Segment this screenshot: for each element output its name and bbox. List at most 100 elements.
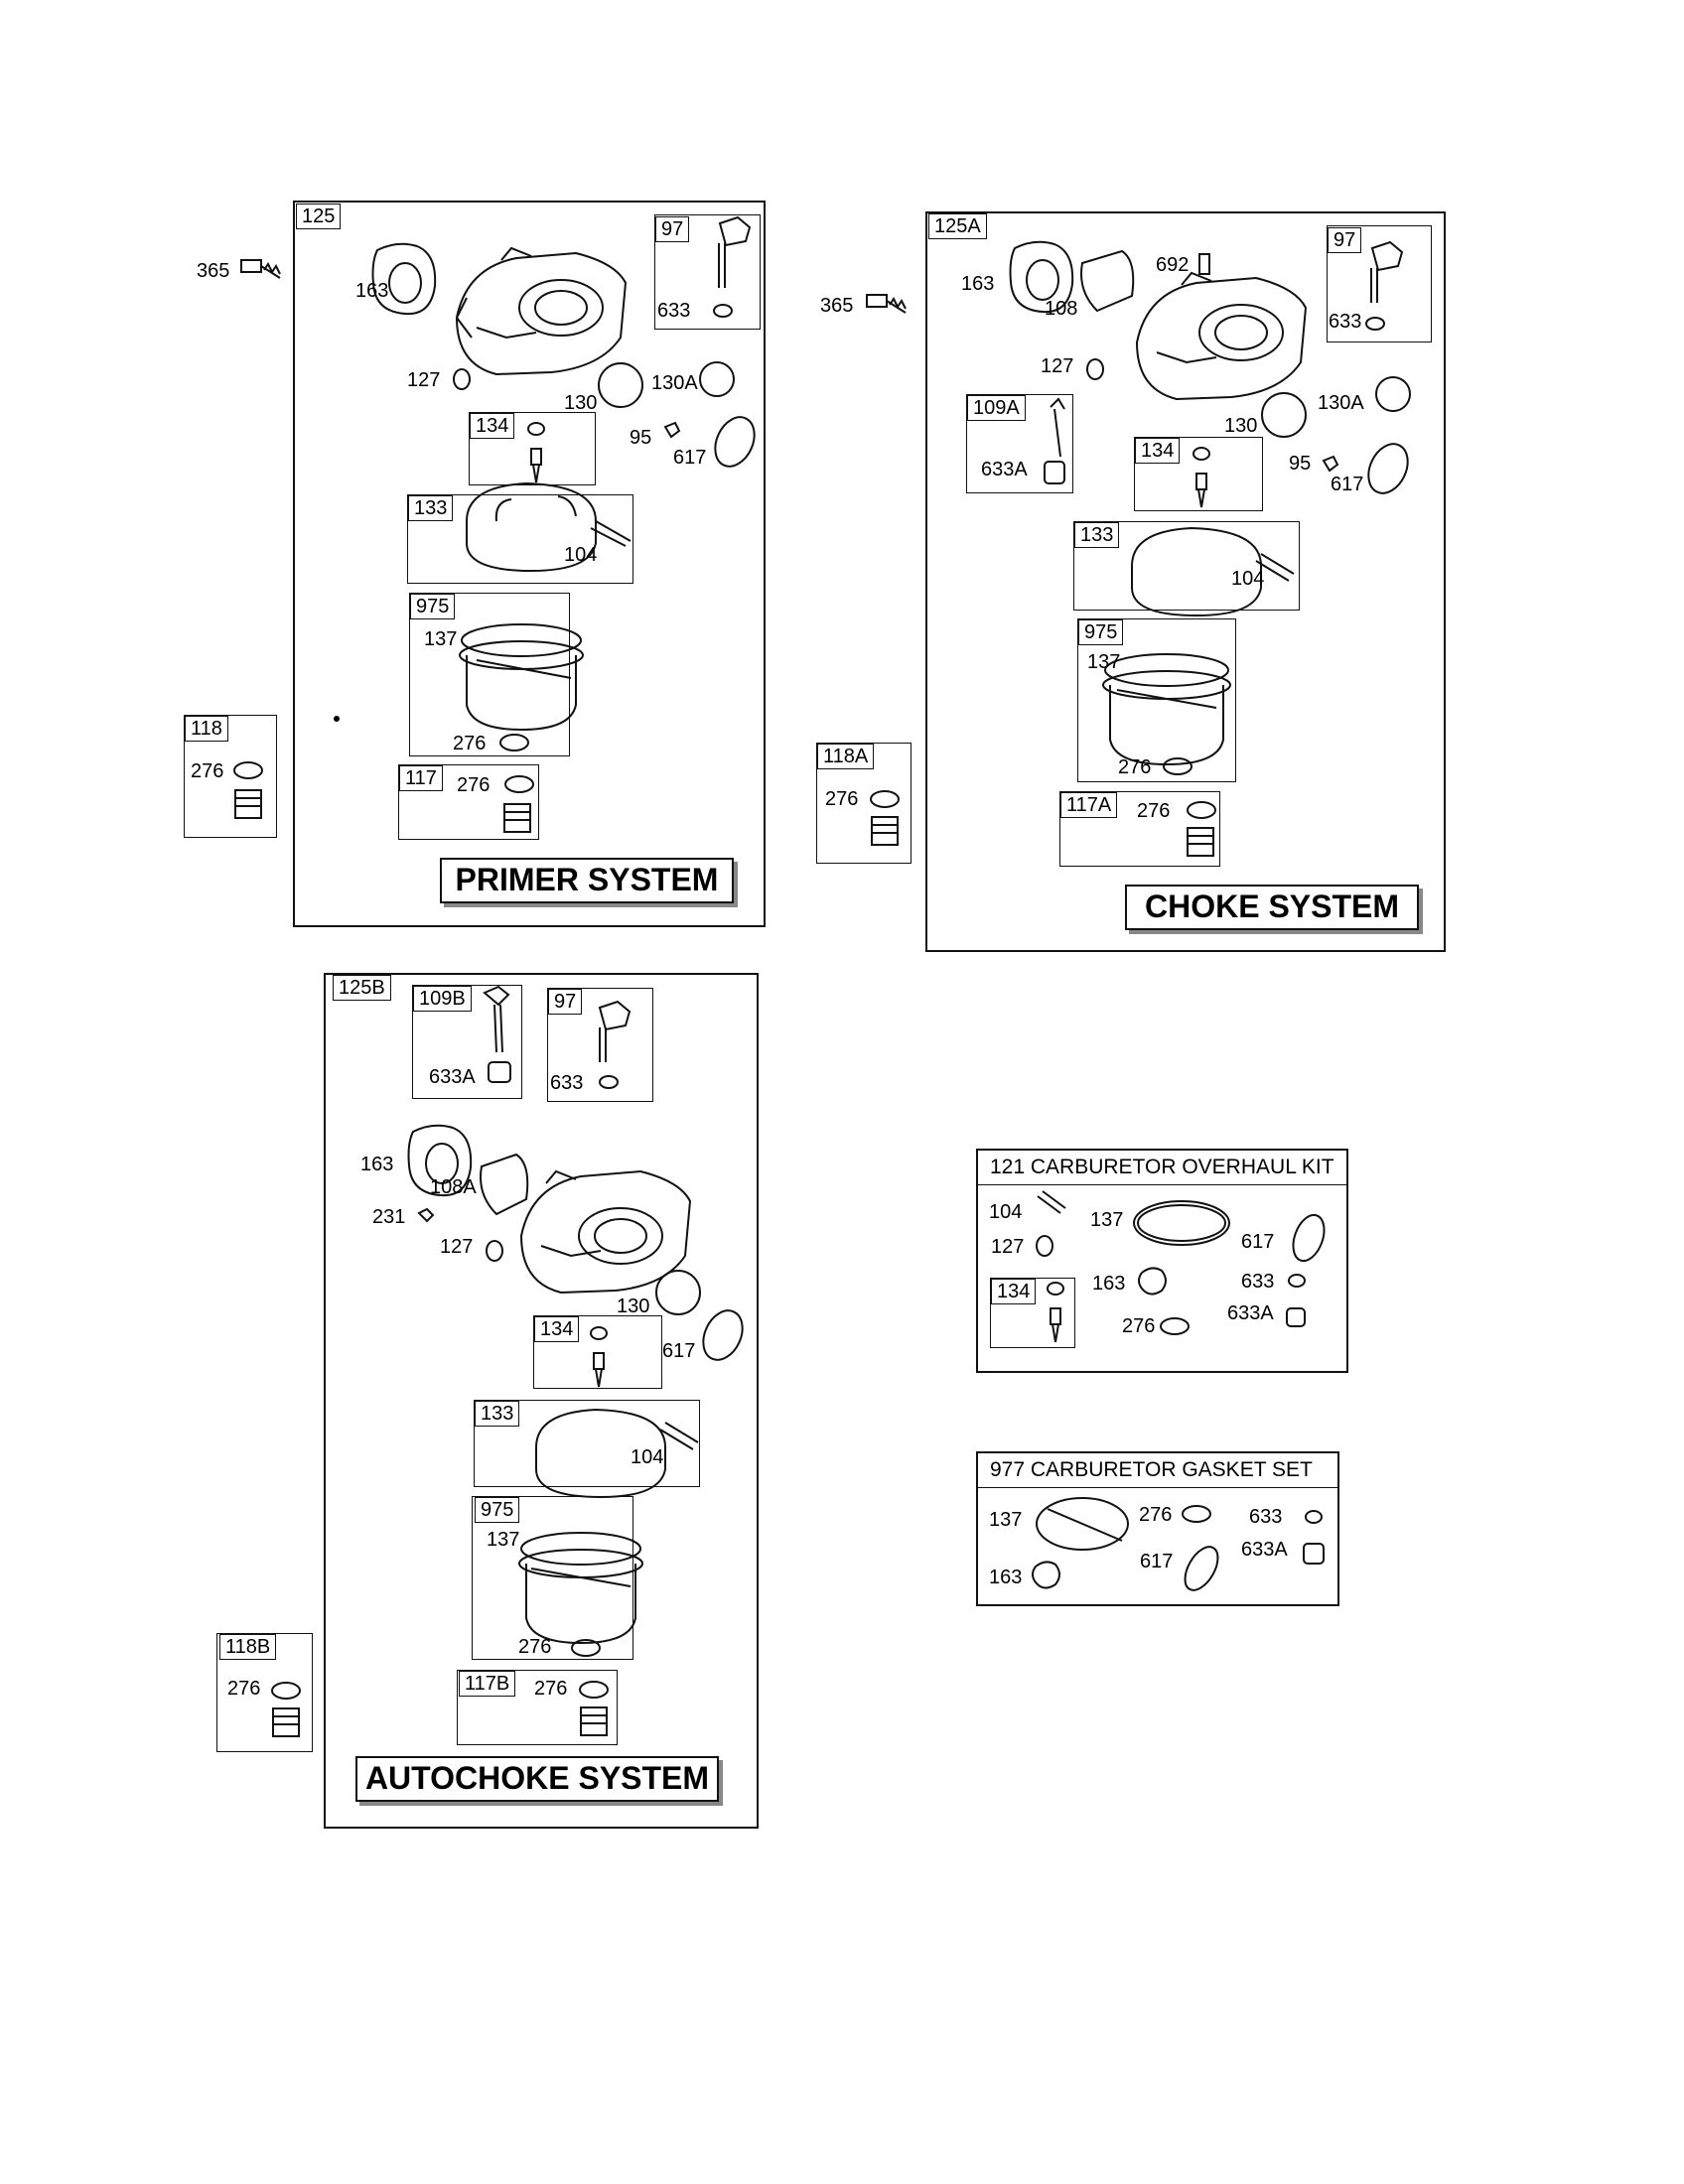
primer-sub-118 <box>184 715 277 838</box>
choke-109a-icon <box>1045 399 1064 483</box>
autochoke-sub-117b <box>457 1670 618 1745</box>
primer-label-163: 163 <box>355 280 389 302</box>
gasket-163-icon <box>409 1126 472 1195</box>
choke-sub-118a-label: 118A <box>817 744 875 769</box>
gasket-set-label-163: 163 <box>989 1567 1023 1588</box>
autochoke-sub-109b-label: 109B <box>413 986 472 1012</box>
primer-97-icon <box>714 217 750 317</box>
autochoke-sub-133-label: 133 <box>475 1401 520 1427</box>
bowl-975-icon <box>460 624 583 730</box>
primer-label-95: 95 <box>630 427 652 449</box>
choke-label-104: 104 <box>1231 568 1265 590</box>
oring-617-icon <box>696 1304 751 1366</box>
washer-633-icon <box>1306 1511 1322 1523</box>
primer-label-633: 633 <box>657 300 691 322</box>
choke-sub-975-label: 975 <box>1078 619 1124 645</box>
primer-sub-97 <box>654 214 761 330</box>
primer-sub-975 <box>409 593 570 756</box>
primer-sub-117-label: 117 <box>399 765 443 791</box>
washer-276-icon <box>572 1640 600 1656</box>
gasket-163-icon <box>1139 1268 1166 1294</box>
primer-sub-134-label: 134 <box>470 413 515 439</box>
choke-sub-97 <box>1327 225 1432 342</box>
primer-label-127: 127 <box>407 369 441 391</box>
gasket-163-icon <box>373 244 436 314</box>
gasket-set-label-617: 617 <box>1140 1551 1174 1572</box>
autochoke-label-137: 137 <box>487 1529 520 1551</box>
choke-label-692: 692 <box>1156 254 1190 276</box>
oring-617-icon <box>1179 1542 1225 1596</box>
bolt-365-icon <box>241 260 280 278</box>
autochoke-sub-117b-label: 117B <box>459 1671 516 1697</box>
choke-label-276-117a: 276 <box>1137 800 1171 822</box>
plug-127-icon <box>1087 359 1103 379</box>
choke-label-108: 108 <box>1045 298 1078 320</box>
plate-108a-icon <box>481 1155 527 1214</box>
gasket-set-label-137: 137 <box>989 1509 1023 1531</box>
choke-sub-118a <box>816 743 912 864</box>
bushing-633a-icon <box>1304 1544 1324 1564</box>
choke-label-617: 617 <box>1331 474 1364 495</box>
overhaul-kit-label-276: 276 <box>1122 1315 1156 1337</box>
autochoke-sub-97 <box>547 988 653 1102</box>
autochoke-box-id: 125B <box>333 975 391 1001</box>
autochoke-label-127: 127 <box>440 1236 474 1258</box>
choke-panel <box>925 211 1446 952</box>
needle-134-icon <box>528 423 544 482</box>
autochoke-sub-109b <box>412 985 522 1099</box>
oring-617-icon <box>708 411 763 473</box>
primer-label-365: 365 <box>197 260 230 282</box>
choke-label-130: 130 <box>1224 415 1258 437</box>
primer-97-icon <box>1366 242 1402 330</box>
primer-label-137: 137 <box>424 628 458 650</box>
needle-134-icon <box>1193 448 1209 507</box>
screw-95-icon <box>1324 457 1337 471</box>
gasket-137-icon <box>1134 1201 1229 1245</box>
primer-sub-117 <box>398 764 539 840</box>
autochoke-panel <box>324 973 759 1829</box>
autochoke-label-276-bowl: 276 <box>518 1636 552 1658</box>
choke-sub-133-label: 133 <box>1074 522 1120 548</box>
choke-sub-109a-label: 109A <box>967 395 1026 421</box>
screw-231-icon <box>419 1209 433 1221</box>
overhaul-kit-panel: 121 CARBURETOR OVERHAUL KIT <box>976 1149 1348 1373</box>
choke-sub-97-label: 97 <box>1328 227 1362 253</box>
choke-label-276-118a: 276 <box>825 788 859 810</box>
gasket-137-icon <box>1037 1498 1128 1550</box>
primer-sub-97-label: 97 <box>655 216 690 242</box>
oring-617-icon <box>1288 1211 1331 1266</box>
washer-276-icon <box>500 735 528 751</box>
pin-104-icon <box>1038 1191 1065 1213</box>
choke-label-127: 127 <box>1041 355 1074 377</box>
choke-box-id: 125A <box>928 213 987 239</box>
primer-panel <box>293 201 766 927</box>
float-133-icon <box>467 483 631 571</box>
needle-134-icon <box>591 1327 607 1387</box>
carburetor-body-icon <box>1137 273 1306 399</box>
washer-276-icon <box>1183 1506 1210 1522</box>
autochoke-sub-133 <box>474 1400 700 1487</box>
primer-label-276-118: 276 <box>191 760 224 782</box>
autochoke-label-276-118b: 276 <box>227 1678 261 1700</box>
gasket-set-title: 977 CARBURETOR GASKET SET <box>978 1453 1337 1488</box>
autochoke-label-163: 163 <box>360 1154 394 1175</box>
overhaul-kit-label-137: 137 <box>1090 1209 1124 1231</box>
overhaul-kit-sub-134-label: 134 <box>991 1279 1037 1304</box>
autochoke-label-633: 633 <box>550 1072 584 1094</box>
primer-sub-133 <box>407 494 633 584</box>
gasket-set-panel: 977 CARBURETOR GASKET SET <box>976 1451 1339 1606</box>
choke-label-130a: 130A <box>1318 392 1364 414</box>
primer-97-icon <box>600 1002 630 1088</box>
overhaul-kit-label-104: 104 <box>989 1201 1023 1223</box>
plug-127-icon <box>454 369 470 389</box>
bowl-975-icon <box>1103 654 1230 764</box>
choke-sub-117a <box>1059 791 1220 867</box>
autochoke-label-633a: 633A <box>429 1066 476 1088</box>
choke-109b-icon <box>485 987 510 1082</box>
bowl-975-icon <box>519 1533 642 1643</box>
autochoke-sub-134-label: 134 <box>534 1316 580 1342</box>
choke-label-137: 137 <box>1087 651 1121 673</box>
